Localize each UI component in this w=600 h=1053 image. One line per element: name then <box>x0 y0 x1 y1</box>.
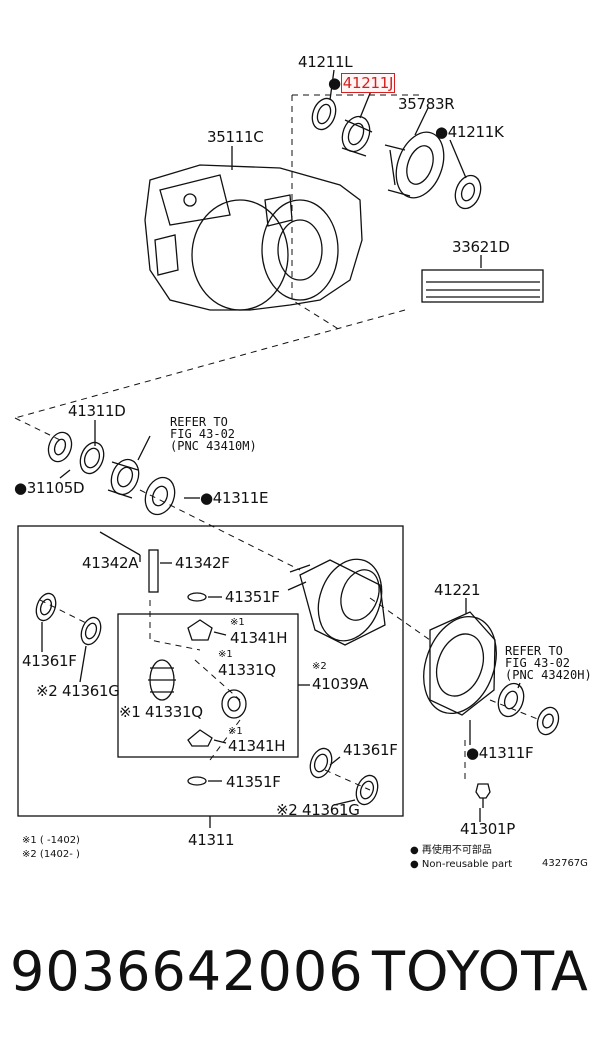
label-41211J-highlight[interactable]: 41211J <box>340 73 396 93</box>
label-41361G-right: ※2 41361G <box>276 801 360 819</box>
label-41301P: 41301P <box>460 820 515 838</box>
label-35783R: 35783R <box>398 95 455 113</box>
label-41361F-left: 41361F <box>22 652 77 670</box>
label-31105D: ●31105D <box>14 479 85 497</box>
legend-non-reusable-en: ● Non-reusable part <box>410 859 513 870</box>
marker-2-case: ※2 <box>312 661 327 672</box>
label-41311: 41311 <box>188 831 235 849</box>
legend-non-reusable-jp: ● 再使用不可部品 <box>410 845 492 856</box>
label-41331Q-top: 41331Q <box>218 661 276 679</box>
label-41311F: ●41311F <box>466 744 534 762</box>
label-41361G-left: ※2 41361G <box>36 682 120 700</box>
brand-name: TOYOTA <box>372 940 589 1003</box>
marker-1-top: ※1 <box>230 617 245 628</box>
label-41341H-bottom: 41341H <box>228 737 286 755</box>
label-41211K: ●41211K <box>435 123 504 141</box>
label-41342A: 41342A <box>82 554 139 572</box>
marker-1-mid: ※1 <box>218 649 233 660</box>
label-35111C: 35111C <box>207 128 264 146</box>
label-41361F-right: 41361F <box>343 741 398 759</box>
label-33621D: 33621D <box>452 238 510 256</box>
label-41039A: 41039A <box>312 675 369 693</box>
parts-diagram <box>14 69 560 828</box>
label-41311D: 41311D <box>68 402 126 420</box>
refer-note-top: REFER TO FIG 43-02 (PNC 43410M) <box>170 415 257 453</box>
note-production-2: ※2 (1402- ) <box>22 849 80 860</box>
label-41311E: ●41311E <box>200 489 269 507</box>
figure-id: 432767G <box>542 858 588 869</box>
part-number: 9036642006 <box>10 940 364 1003</box>
label-41341H-top: 41341H <box>230 629 288 647</box>
refer-note-right: REFER TO FIG 43-02 (PNC 43420H) <box>505 644 592 682</box>
diagram-drawing <box>14 69 560 828</box>
label-41351F-bottom: 41351F <box>226 773 281 791</box>
label-41342F: 41342F <box>175 554 230 572</box>
label-41211J[interactable]: ●41211J <box>328 73 396 93</box>
marker-1-bottom: ※1 <box>228 726 243 737</box>
label-41331Q-left: ※1 41331Q <box>119 703 203 721</box>
label-41221: 41221 <box>434 581 481 599</box>
label-41351F-top: 41351F <box>225 588 280 606</box>
label-41211L: 41211L <box>298 53 353 71</box>
note-production-1: ※1 ( -1402) <box>22 835 80 846</box>
